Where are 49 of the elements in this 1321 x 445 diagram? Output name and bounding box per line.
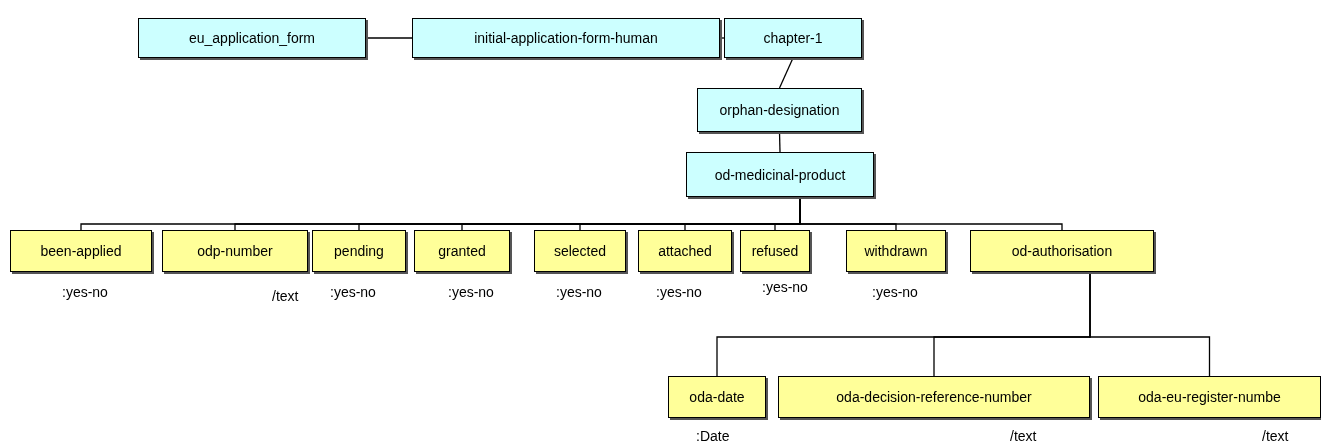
node-label: eu_application_form [187,30,317,46]
node-label: pending [333,243,385,259]
element-box [412,18,720,58]
attribute-box [10,230,152,272]
node-label: oda-date [688,389,746,405]
type-label: :Date [696,428,730,444]
attribute-box [534,230,626,272]
type-label: :yes-no [656,284,702,300]
attribute-box [414,230,510,272]
node-label: od-authorisation [1010,243,1114,259]
attribute-box [312,230,406,272]
node-label: odp-number [196,243,274,259]
node-label: oda-eu-register-numbe [1137,389,1282,405]
type-label: :yes-no [330,284,376,300]
attribute-box [638,230,732,272]
node-label: granted [437,243,487,259]
attribute-box [162,230,308,272]
type-label: /text [272,288,299,304]
type-label: /text [1010,428,1037,444]
element-box [686,152,874,197]
connector-line [1089,271,1211,377]
type-label: :yes-no [872,284,918,300]
connector-line [365,37,413,39]
attribute-box [778,376,1090,418]
attribute-box [846,230,946,272]
node-label: initial-application-form-human [473,30,659,46]
type-label: :yes-no [762,279,808,295]
node-label: been-applied [39,243,123,259]
attribute-box [668,376,766,418]
connector-line [778,57,794,89]
attribute-box [740,230,810,272]
attribute-box [970,230,1154,272]
type-label: :yes-no [556,284,602,300]
type-label: :yes-no [62,284,108,300]
element-box [138,18,366,58]
element-box [724,18,862,58]
node-label: attached [657,243,713,259]
element-box [697,88,862,132]
connector-line [778,131,781,153]
type-label: /text [1262,428,1289,444]
node-label: od-medicinal-product [713,166,847,183]
node-label: selected [552,243,608,259]
node-label: orphan-designation [718,102,841,118]
attribute-box [1098,376,1321,418]
node-label: chapter-1 [762,30,824,46]
type-label: :yes-no [448,284,494,300]
node-label: withdrawn [863,243,929,259]
node-label: refused [750,243,800,259]
node-label: oda-decision-reference-number [835,389,1033,405]
